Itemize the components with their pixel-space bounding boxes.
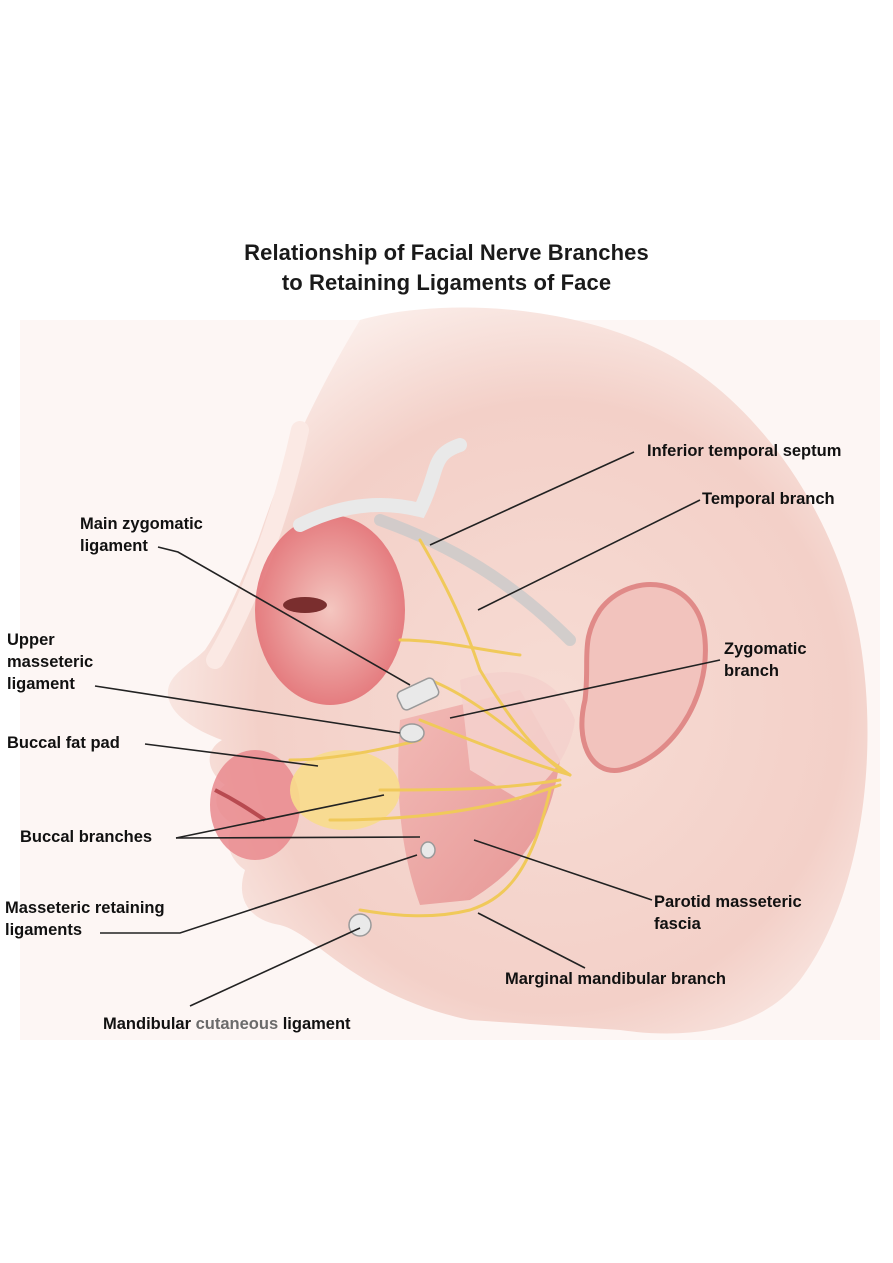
label-main-zygomatic-ligament: Main zygomatic ligament xyxy=(80,513,203,557)
leader-lines xyxy=(94,451,721,1007)
label-masseteric-retaining-ligaments-line-2: ligaments xyxy=(5,921,83,939)
label-parotid-masseteric-fascia: Parotid masseteric fascia xyxy=(654,891,802,935)
label-upper-masseteric-ligament-line-3: ligament xyxy=(7,675,75,693)
retaining-ligaments xyxy=(348,677,440,937)
label-main-zygomatic-ligament-line-1: Main zygomatic xyxy=(80,515,203,533)
label-parotid-masseteric-fascia-line-2: fascia xyxy=(654,915,701,933)
label-buccal-branches: Buccal branches xyxy=(20,828,153,846)
label-zygomatic-branch-line-2: branch xyxy=(724,662,780,680)
label-zygomatic-branch: Zygomatic branch xyxy=(724,638,807,682)
label-upper-masseteric-ligament-line-2: masseteric xyxy=(7,653,94,671)
orbicularis-oculi xyxy=(255,515,405,705)
nose-highlight xyxy=(206,421,309,669)
facial-nerve xyxy=(288,538,572,918)
label-masseteric-retaining-ligaments: Masseteric retaining ligaments xyxy=(5,897,165,941)
label-buccal-fat-pad: Buccal fat pad xyxy=(7,734,120,752)
orbicularis-oris xyxy=(210,750,300,860)
label-marginal-mandibular-branch: Marginal mandibular branch xyxy=(505,970,726,988)
label-upper-masseteric-ligament: Upper masseteric ligament xyxy=(7,629,93,695)
label-main-zygomatic-ligament-line-2: ligament xyxy=(80,537,148,555)
eye xyxy=(283,597,327,613)
diagram-title-line-2: to Retaining Ligaments of Face xyxy=(281,270,612,295)
label-zygomatic-branch-line-1: Zygomatic xyxy=(724,640,807,658)
ear xyxy=(579,582,708,773)
label-ligament-part: ligament xyxy=(278,1015,351,1033)
label-cutaneous-part: cutaneous xyxy=(191,1015,279,1033)
label-temporal-branch: Temporal branch xyxy=(702,490,835,508)
temporal-septum-band xyxy=(374,514,576,646)
lips xyxy=(214,788,267,822)
label-mandibular-cutaneous-ligament: Mandibular cutaneous ligament xyxy=(103,1013,351,1035)
orbital-rim xyxy=(293,438,467,532)
label-upper-masseteric-ligament-line-1: Upper xyxy=(7,631,55,649)
label-inferior-temporal-septum: Inferior temporal septum xyxy=(647,442,842,460)
head-silhouette xyxy=(167,307,868,1034)
label-parotid-masseteric-fascia-line-1: Parotid masseteric xyxy=(654,893,802,911)
diagram-title-line-1: Relationship of Facial Nerve Branches xyxy=(244,240,649,265)
label-masseteric-retaining-ligaments-line-1: Masseteric retaining xyxy=(5,899,165,917)
label-mandibular-part: Mandibular xyxy=(103,1015,192,1033)
buccal-fat-pad xyxy=(290,750,400,830)
